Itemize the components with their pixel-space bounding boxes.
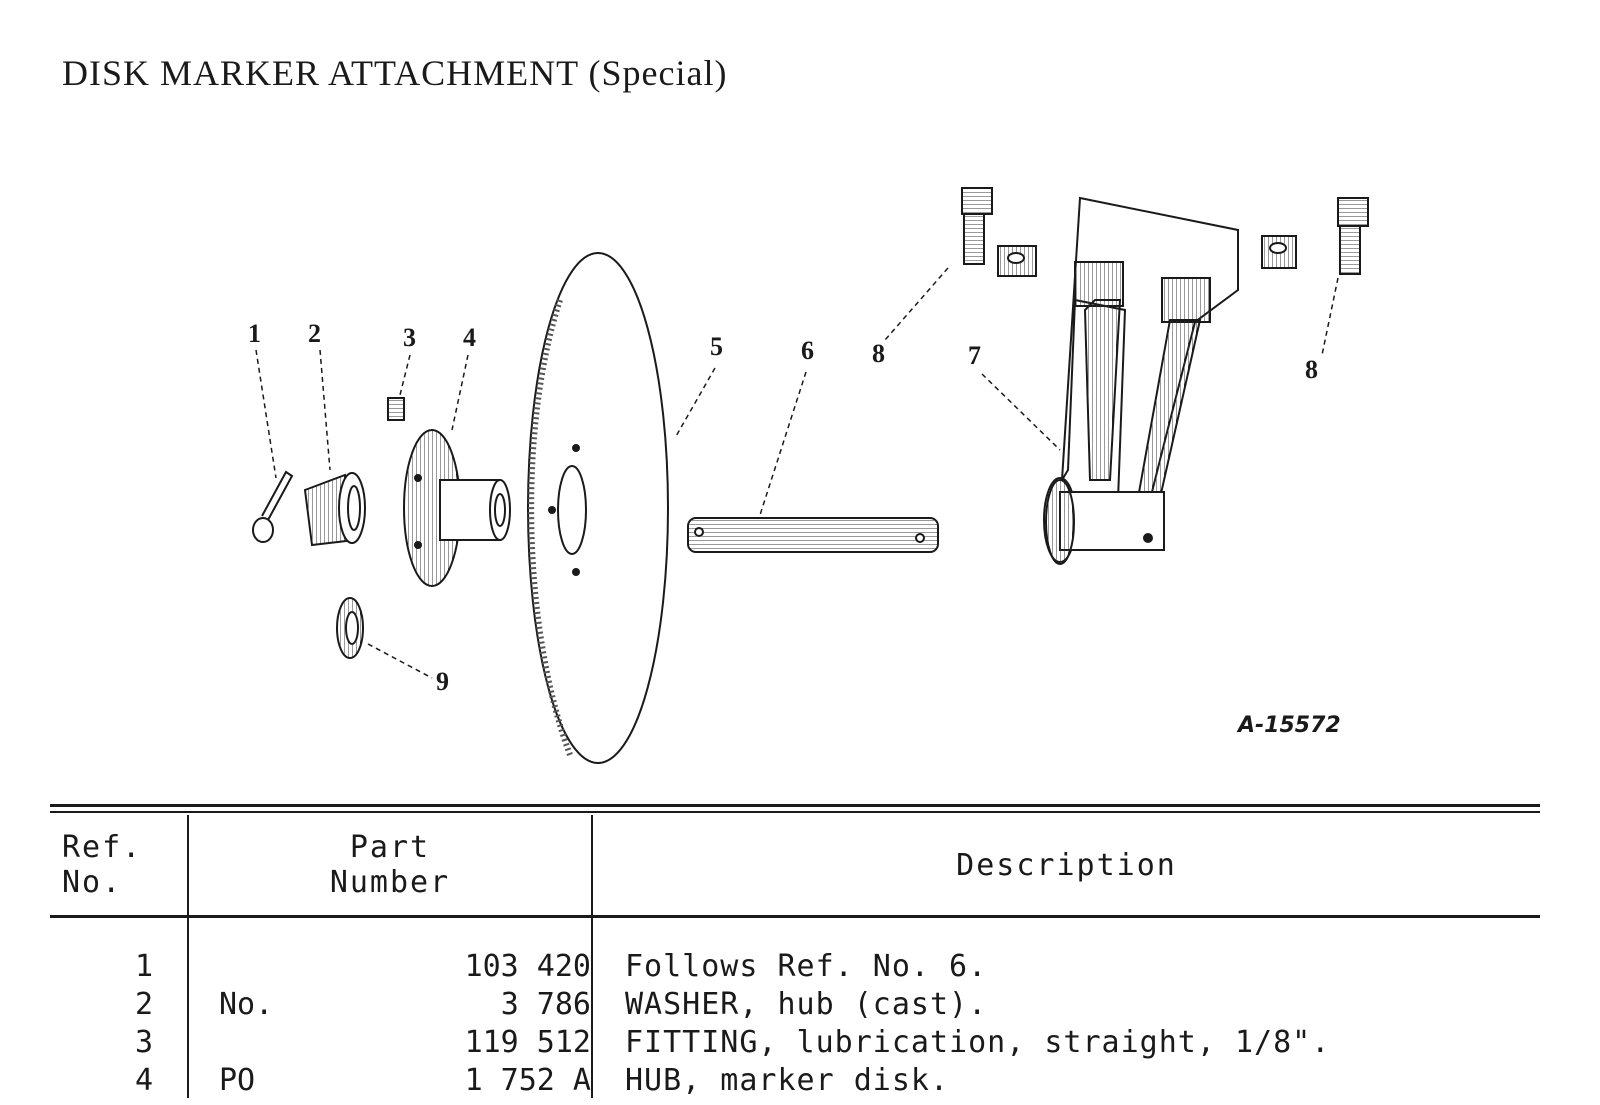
row-ref: 4 bbox=[134, 1063, 153, 1098]
row-part: 103 420 bbox=[187, 916, 593, 984]
row-part-number: 3 786 bbox=[500, 987, 591, 1022]
flat-washer-part bbox=[336, 597, 364, 659]
axle-shaft-part bbox=[687, 517, 939, 553]
parts-table-container: Ref. No. Part Number Description 1 103 4… bbox=[50, 815, 1540, 1098]
header-description: Description bbox=[592, 815, 1540, 918]
row-prefix: No. bbox=[219, 987, 274, 1022]
table-header-row: Ref. No. Part Number Description bbox=[50, 815, 1540, 918]
row-description: Follows Ref. No. 6. bbox=[625, 949, 988, 984]
disk-bracket-part bbox=[1043, 196, 1239, 565]
leader-lines bbox=[255, 267, 1339, 679]
callout-1: 1 bbox=[248, 319, 261, 348]
callout-2: 2 bbox=[308, 319, 321, 348]
bolt-and-nut-part bbox=[961, 187, 1369, 277]
top-rule-thin bbox=[50, 811, 1540, 813]
row-ref: 1 bbox=[134, 949, 153, 984]
row-description: HUB, marker disk. bbox=[625, 1063, 950, 1098]
row-part-number: 103 420 bbox=[464, 949, 591, 984]
callout-8a: 8 bbox=[872, 339, 885, 368]
row-part-number: 119 512 bbox=[464, 1025, 591, 1060]
cotter-pin-part bbox=[252, 470, 294, 543]
callout-4: 4 bbox=[463, 323, 476, 352]
callout-7: 7 bbox=[968, 341, 981, 370]
callout-3: 3 bbox=[403, 323, 416, 352]
header-ref-no: Ref. No. bbox=[50, 815, 188, 918]
callout-9: 9 bbox=[436, 667, 449, 696]
row-part: No. 3 786 bbox=[187, 984, 593, 1022]
hub-washer-part bbox=[303, 472, 366, 547]
callout-8b: 8 bbox=[1305, 355, 1318, 384]
top-rule-thick bbox=[50, 804, 1540, 807]
table-row: 1 103 420 Follows Ref. No. 6. bbox=[50, 916, 1540, 984]
marker-disk-part bbox=[527, 252, 669, 764]
row-ref: 3 bbox=[134, 1025, 153, 1060]
row-part: PO 1 752 A bbox=[187, 1060, 593, 1098]
row-part-number: 1 752 A bbox=[464, 1063, 591, 1098]
page-title: DISK MARKER ATTACHMENT (Special) bbox=[62, 53, 728, 93]
row-description: WASHER, hub (cast). bbox=[625, 987, 988, 1022]
callout-6: 6 bbox=[801, 336, 814, 365]
callout-5: 5 bbox=[710, 332, 723, 361]
table-row: 4 PO 1 752 A HUB, marker disk. bbox=[50, 1060, 1540, 1098]
lubrication-fitting-part bbox=[387, 397, 405, 421]
row-description: FITTING, lubrication, straight, 1/8". bbox=[625, 1025, 1331, 1060]
header-part-number: Part Number bbox=[187, 815, 593, 918]
parts-table: Ref. No. Part Number Description 1 103 4… bbox=[50, 815, 1540, 1098]
row-prefix: PO bbox=[219, 1063, 256, 1098]
row-ref: 2 bbox=[134, 987, 153, 1022]
row-part: 119 512 bbox=[187, 1022, 593, 1060]
figure-number: A-15572 bbox=[1236, 713, 1341, 738]
table-row: 2 No. 3 786 WASHER, hub (cast). bbox=[50, 984, 1540, 1022]
exploded-parts-diagram: 1 2 3 4 5 6 8 7 8 9 A-15572 bbox=[248, 187, 1369, 764]
table-row: 3 119 512 FITTING, lubrication, straight… bbox=[50, 1022, 1540, 1060]
marker-disk-hub-part bbox=[403, 429, 511, 587]
